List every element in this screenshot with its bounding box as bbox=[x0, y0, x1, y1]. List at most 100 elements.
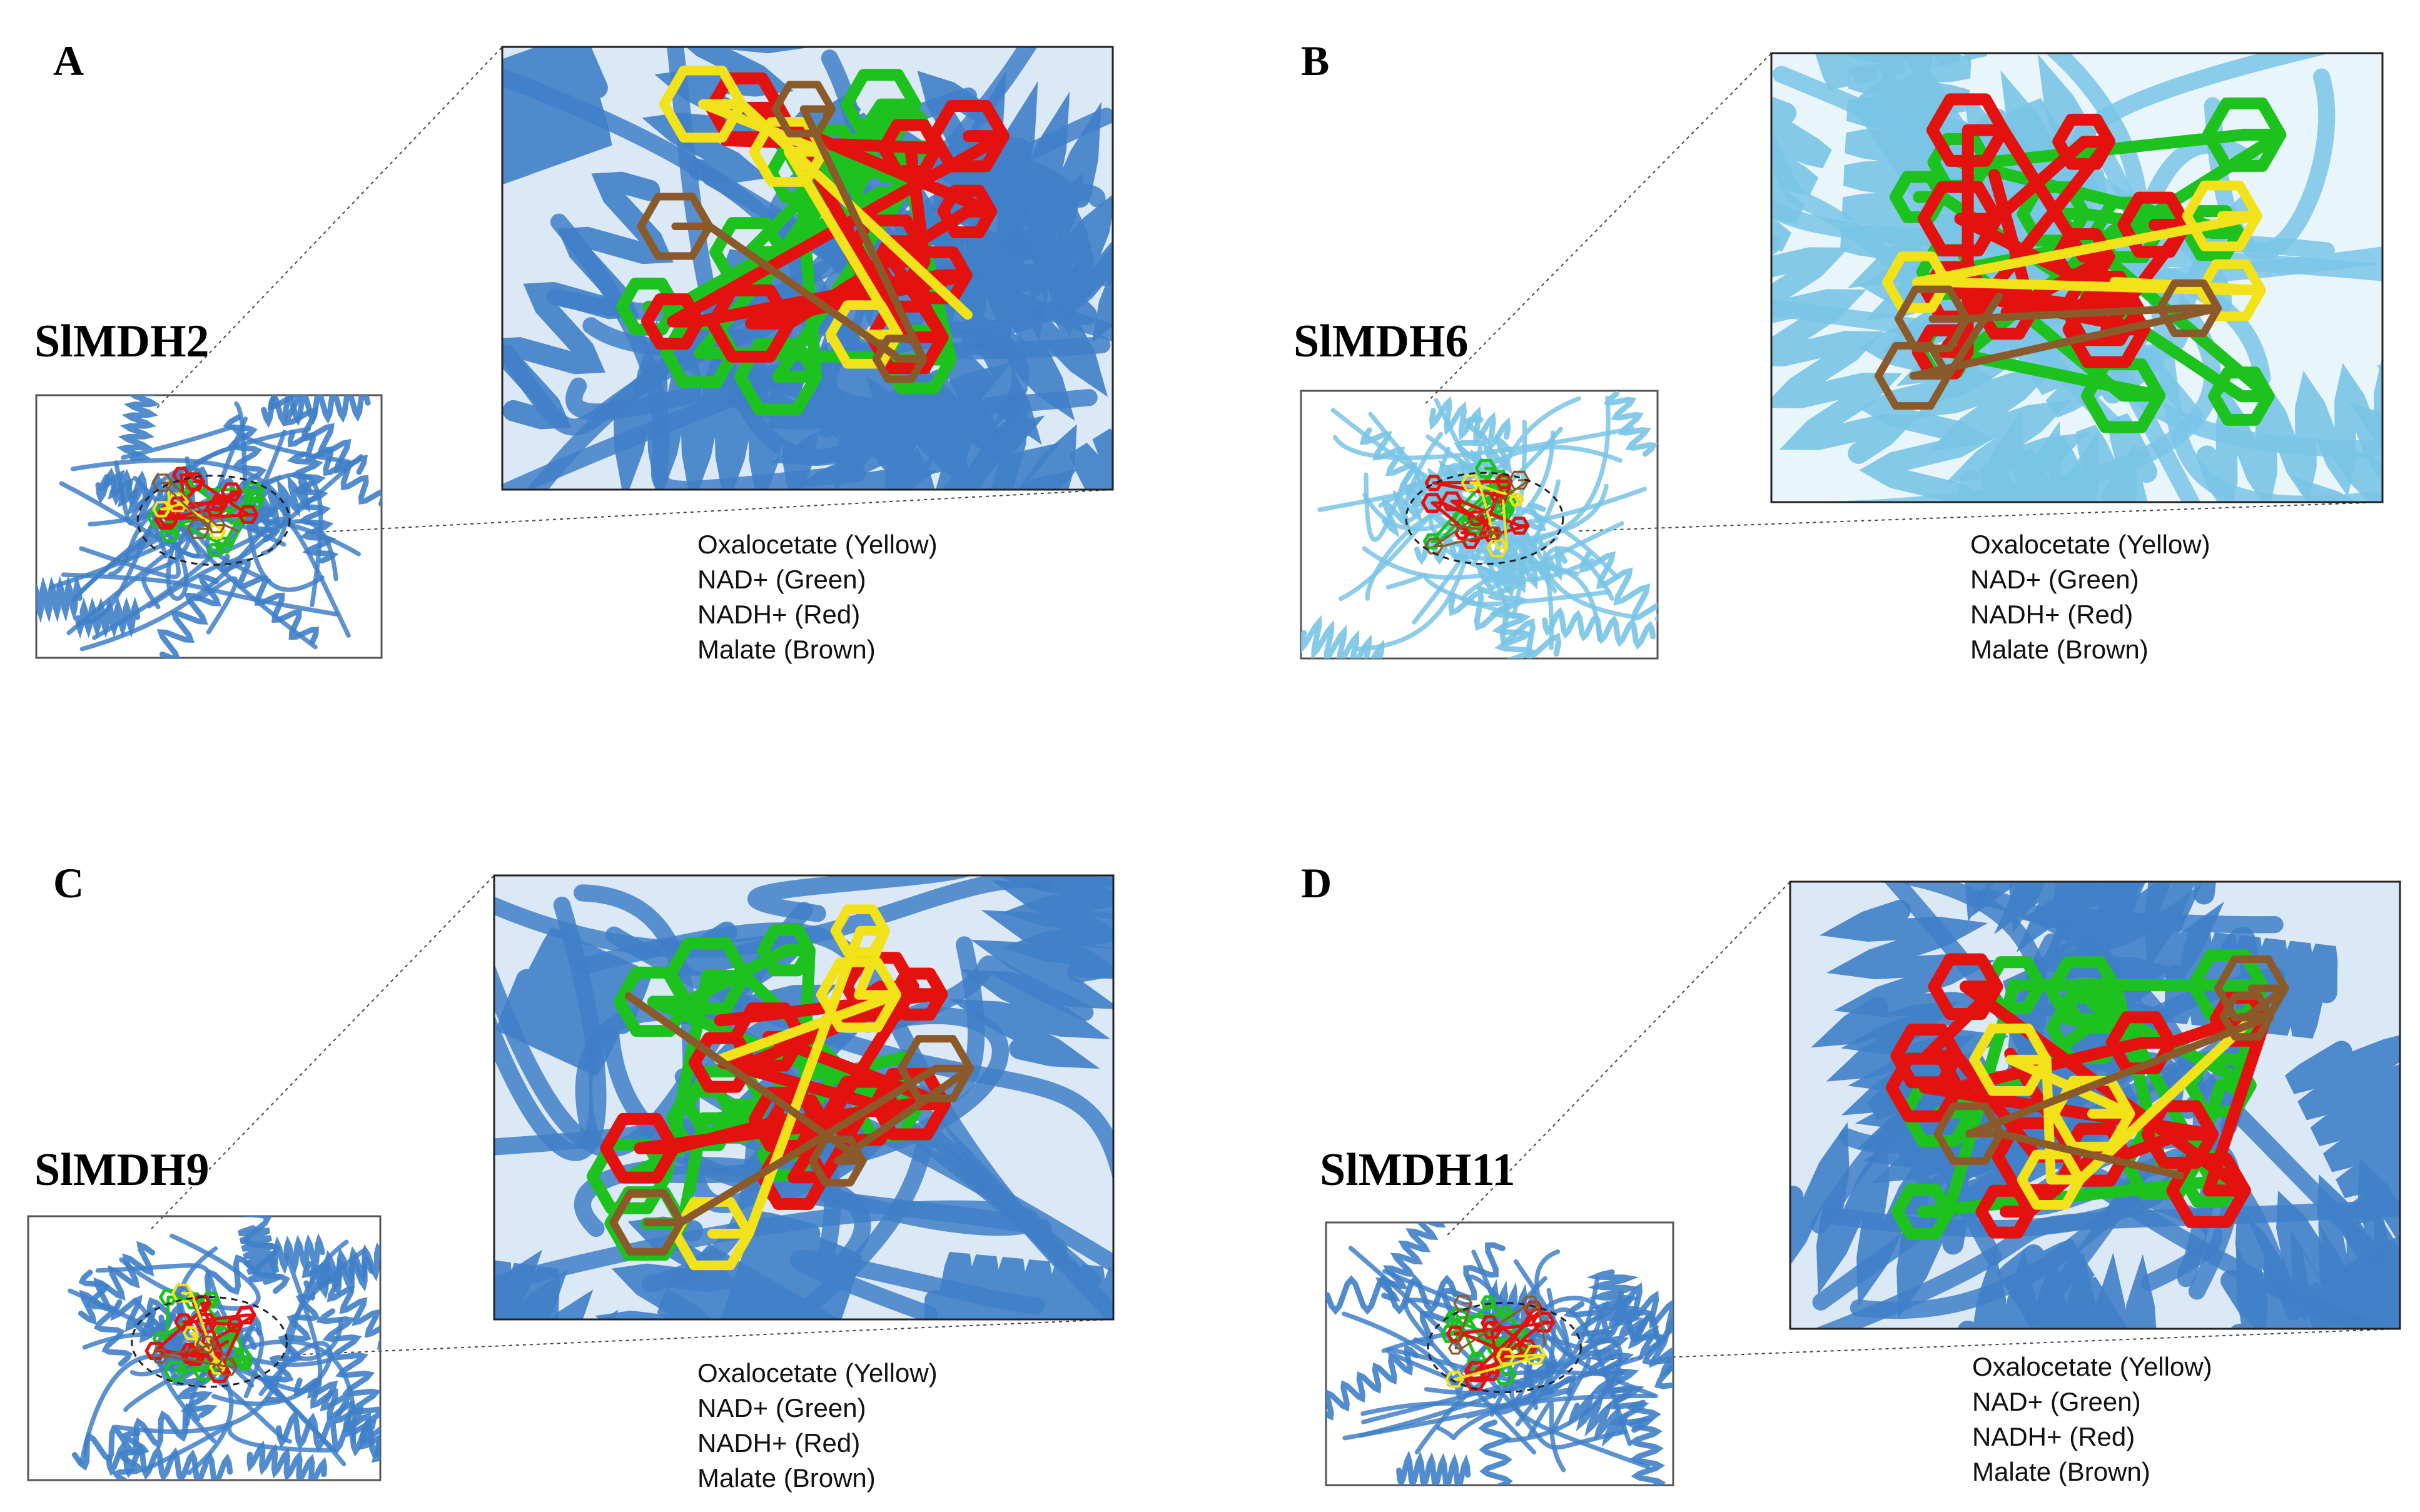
helix-ribbon bbox=[116, 395, 160, 461]
ligand-legend-line: Oxalocetate (Yellow) bbox=[697, 1358, 938, 1388]
loop-ribbon bbox=[1501, 541, 1595, 620]
helix-ribbon bbox=[1301, 615, 1385, 658]
ligand-sticks bbox=[659, 65, 973, 369]
zoom-guide-line bbox=[1579, 501, 2383, 532]
helix-ribbon bbox=[1482, 1279, 1537, 1333]
binding-site-ellipse bbox=[1405, 471, 1564, 565]
ligand-legend-line: Oxalocetate (Yellow) bbox=[697, 530, 938, 559]
helix-ribbon bbox=[78, 1241, 156, 1325]
panel-letter: B bbox=[1301, 37, 1329, 84]
panel-letter: C bbox=[53, 859, 84, 907]
helix-ribbon bbox=[1069, 428, 1113, 490]
ligand-sticks bbox=[152, 1288, 253, 1382]
helix-ribbon bbox=[1626, 1399, 1666, 1485]
ligand-sticks bbox=[586, 924, 922, 1261]
loop-ribbon bbox=[883, 955, 1094, 1031]
protein-ribbon-overview bbox=[1301, 391, 1658, 658]
ligand-legend-line: NADH+ (Red) bbox=[1970, 600, 2133, 629]
loop-ribbon bbox=[146, 454, 363, 609]
helix-ribbon bbox=[74, 597, 141, 639]
protein-ribbon-overview bbox=[67, 1216, 380, 1480]
ligand-sticks bbox=[1933, 955, 2289, 1180]
helix-ribbon bbox=[106, 1441, 233, 1480]
ligand-sticks bbox=[171, 1283, 226, 1375]
ligand-legend-line: Oxalocetate (Yellow) bbox=[1972, 1352, 2212, 1381]
ligand-legend-line: NADH+ (Red) bbox=[697, 1428, 860, 1458]
zoom-frame bbox=[1770, 52, 2384, 503]
helix-ribbon bbox=[949, 875, 1113, 1069]
helix-ribbon bbox=[261, 395, 371, 428]
zoom-guide-line bbox=[156, 46, 503, 408]
helix-ribbon bbox=[1972, 882, 2225, 1025]
zoom-frame bbox=[501, 46, 1114, 491]
helix-ribbon bbox=[495, 926, 653, 1077]
helix-ribbon bbox=[1481, 553, 1536, 658]
ligand-sticks bbox=[637, 81, 928, 383]
ligand-legend-line: NAD+ (Green) bbox=[697, 1393, 866, 1423]
loop-ribbon bbox=[494, 896, 607, 1161]
binding-pocket-zoom bbox=[1790, 882, 2400, 1329]
helix-ribbon bbox=[1326, 1274, 1458, 1315]
helix-ribbon bbox=[1579, 551, 1658, 622]
helix-ribbon bbox=[1375, 1222, 1446, 1302]
helix-ribbon bbox=[595, 1216, 742, 1319]
loop-ribbon bbox=[142, 1421, 332, 1473]
loop-ribbon bbox=[1362, 546, 1602, 643]
ligand-sticks bbox=[1445, 1345, 1546, 1388]
helix-ribbon bbox=[924, 1251, 1113, 1319]
helix-ribbon bbox=[1414, 533, 1546, 565]
loop-ribbon bbox=[1348, 1246, 1628, 1450]
ligand-legend-line: Malate (Brown) bbox=[697, 635, 876, 664]
loop-ribbon bbox=[2204, 68, 2336, 260]
helix-ribbon bbox=[2298, 1235, 2400, 1329]
ligand-legend-line: Malate (Brown) bbox=[1970, 635, 2149, 664]
helix-ribbon bbox=[1771, 233, 1920, 464]
ligand-sticks bbox=[1420, 473, 1530, 549]
structure-overview-frame bbox=[35, 394, 383, 659]
binding-site-ellipse bbox=[131, 1296, 288, 1388]
ligand-sticks bbox=[152, 480, 226, 540]
loop-ribbon bbox=[1447, 1338, 1593, 1388]
loop-ribbon bbox=[1332, 426, 1635, 460]
helix-ribbon bbox=[722, 1210, 863, 1319]
loop-ribbon bbox=[1771, 128, 1952, 316]
binding-pocket-zoom bbox=[1771, 53, 2382, 502]
helix-ribbon bbox=[502, 47, 612, 183]
ligand-legend-line: NAD+ (Green) bbox=[697, 565, 866, 594]
ligand-sticks bbox=[1911, 93, 2192, 380]
ligand-legend-line: Malate (Brown) bbox=[1972, 1457, 2150, 1486]
helix-ribbon bbox=[287, 430, 382, 507]
protein-ribbon-overview bbox=[36, 395, 382, 658]
helix-ribbon bbox=[306, 1380, 380, 1463]
helix-ribbon bbox=[1326, 1344, 1419, 1421]
ligand-legend-line: NAD+ (Green) bbox=[1970, 565, 2139, 594]
helix-ribbon bbox=[156, 574, 222, 658]
helix-ribbon bbox=[1996, 1238, 2127, 1329]
protein-name: SlMDH2 bbox=[34, 316, 210, 367]
zoom-frame bbox=[493, 874, 1115, 1321]
structure-overview-frame bbox=[1300, 390, 1659, 660]
loop-ribbon bbox=[61, 572, 339, 617]
helix-ribbon bbox=[1359, 427, 1444, 512]
helix-ribbon bbox=[268, 1233, 325, 1276]
ligand-legend-line: Oxalocetate (Yellow) bbox=[1970, 530, 2210, 559]
ligand-legend-line: NADH+ (Red) bbox=[697, 600, 860, 629]
helix-ribbon bbox=[2291, 365, 2382, 502]
ligand-sticks bbox=[600, 952, 951, 1210]
loop-ribbon bbox=[79, 1353, 292, 1464]
ligand-sticks bbox=[1969, 1020, 2250, 1210]
helix-ribbon bbox=[276, 1410, 380, 1459]
zoom-guide-line bbox=[303, 1319, 1114, 1355]
loop-ribbon bbox=[494, 875, 1053, 958]
helix-ribbon bbox=[1396, 1450, 1471, 1485]
helix-ribbon bbox=[907, 135, 1085, 358]
zoom-guide-line bbox=[1596, 1328, 2401, 1361]
binding-pocket-zoom bbox=[502, 47, 1113, 490]
zoom-guide-line bbox=[1425, 53, 1772, 404]
ligand-sticks bbox=[1891, 949, 2269, 1240]
